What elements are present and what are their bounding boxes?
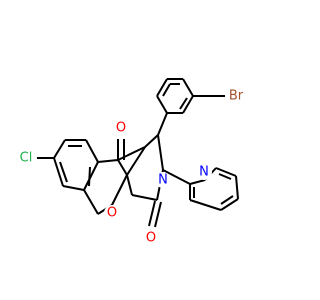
bond [85,139,99,163]
bond [62,185,85,191]
bond [126,174,133,196]
bond [162,169,191,185]
bond [53,139,66,159]
oxygen-label: O [146,231,156,246]
bond [117,159,128,176]
bond [117,146,146,161]
bond [156,95,168,114]
bond [182,78,194,97]
bond [220,198,239,211]
bond [97,159,119,163]
bond-inner [179,97,188,110]
bond [144,134,159,148]
pyrrole-nitrogen: N [155,172,171,188]
bond [53,157,64,187]
bond [189,179,206,185]
bond [83,189,99,215]
oxygen-label: O [107,206,117,221]
bond [157,112,168,136]
carbonyl-oxygen-top: O [113,120,129,136]
ring-oxygen: O [104,205,120,221]
pyridine-nitrogen: N [196,164,212,180]
bond [189,199,222,211]
bromine-atom: Br [225,85,247,107]
bond [235,175,239,200]
bond [215,167,237,177]
bonds [36,78,239,228]
chlorine-atom: Cl [15,147,37,169]
bond-inner [88,166,91,187]
nitrogen-label: N [158,173,168,188]
carbonyl-oxygen-bottom: O [143,230,159,246]
nitrogen-label: N [199,165,209,180]
atom-labels: Br Cl O O O N N [15,85,247,246]
bond [182,95,194,114]
bond-inner [162,83,171,97]
bond [148,200,156,227]
molecule-structure-diagram: Br Cl O O O N N [15,78,247,246]
bond-inner [59,161,68,183]
bromine-label: Br [229,89,244,104]
bond [157,134,164,171]
bond [126,146,146,176]
bond [156,78,168,97]
chlorine-label: Cl [20,151,33,166]
bond [111,174,128,206]
bond [131,194,158,201]
oxygen-label: O [116,121,126,136]
bond [83,161,99,191]
bond-inner [218,173,232,180]
bond [154,201,162,228]
bond-inner [220,195,234,205]
